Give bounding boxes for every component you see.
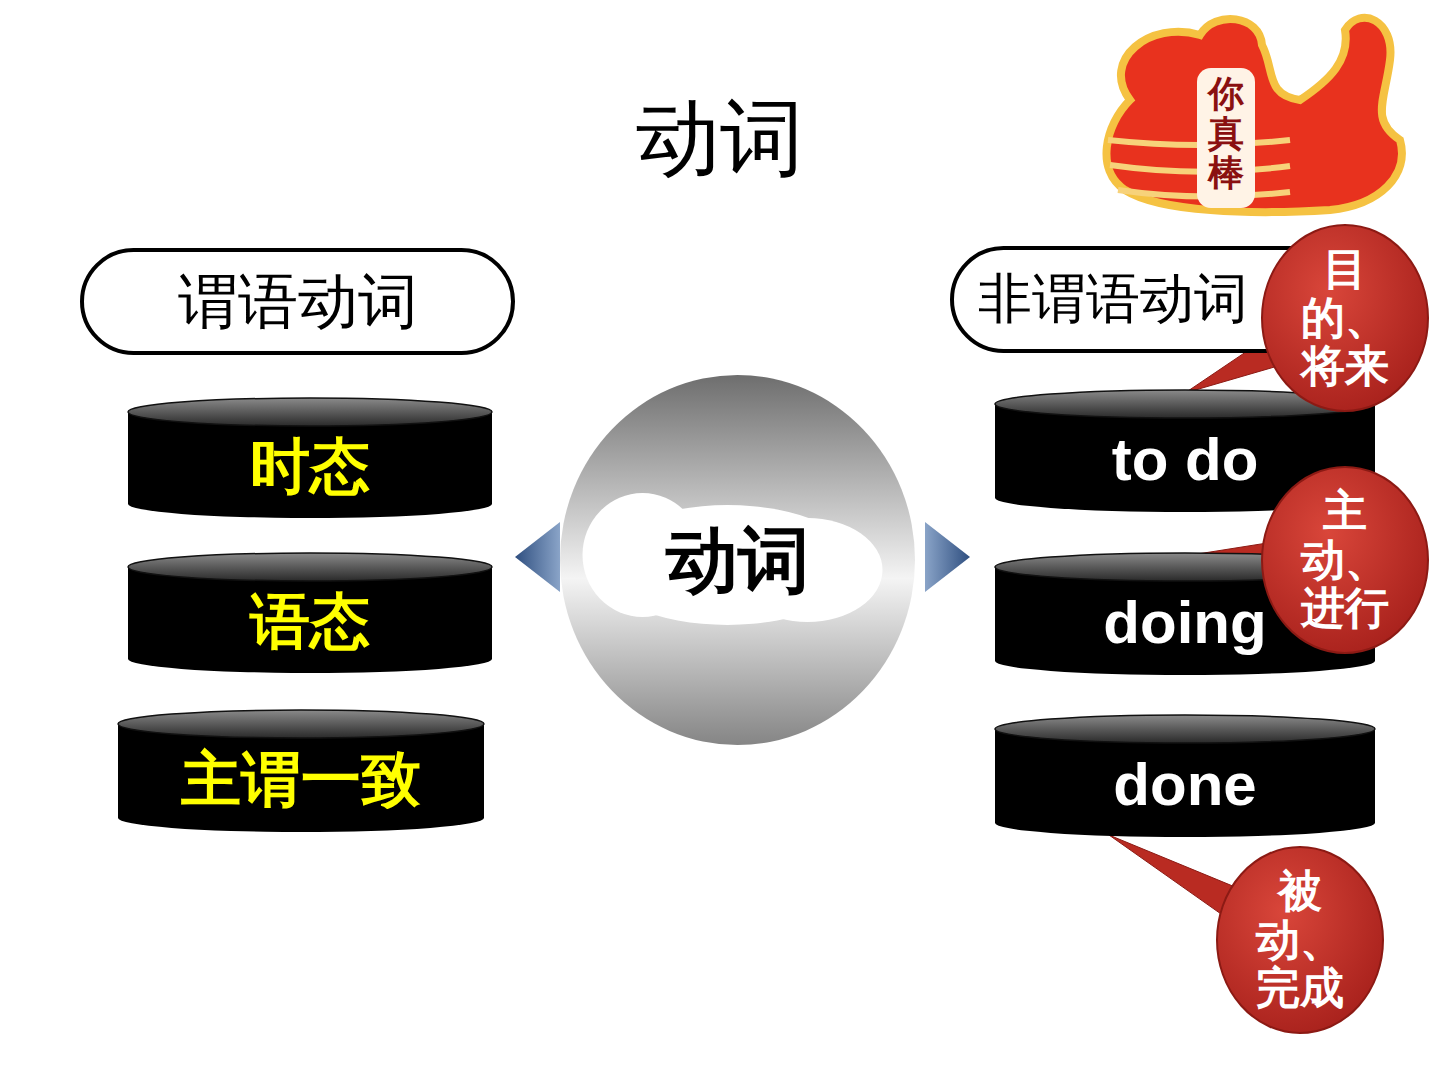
arrow-right [925,522,970,592]
callout-bubble: 主动、进行 [1260,465,1430,655]
group-box: 谓语动词 [80,248,515,355]
callout-bubble: 目的、将来 [1260,223,1430,413]
arrow-left [515,522,560,592]
node-text: done [1113,750,1256,819]
node-text: 时态 [250,432,370,501]
center-circle: 动词 [560,375,915,745]
cylinder-box: 主谓一致 [118,710,484,832]
node-text: 动词 [666,519,810,602]
cylinder-box: 时态 [128,398,492,518]
node-text: doing [1103,588,1266,657]
node-text: 语态 [250,587,370,656]
node-text: 主动、进行 [1299,487,1391,632]
cylinder-box: done [995,715,1375,837]
cylinder-box: 语态 [128,553,492,673]
badge-text: 你真棒 [1208,74,1244,193]
callout-bubble: 被动、完成 [1215,845,1385,1035]
node-text: 主谓一致 [181,745,421,814]
thumbs-up-icon [1106,18,1401,212]
node-text: to do [1112,425,1259,494]
node-text: 非谓语动词 [978,268,1248,330]
node-text: 目的、将来 [1299,245,1391,390]
node-text: 谓语动词 [178,267,418,336]
node-text: 被动、完成 [1254,867,1346,1012]
